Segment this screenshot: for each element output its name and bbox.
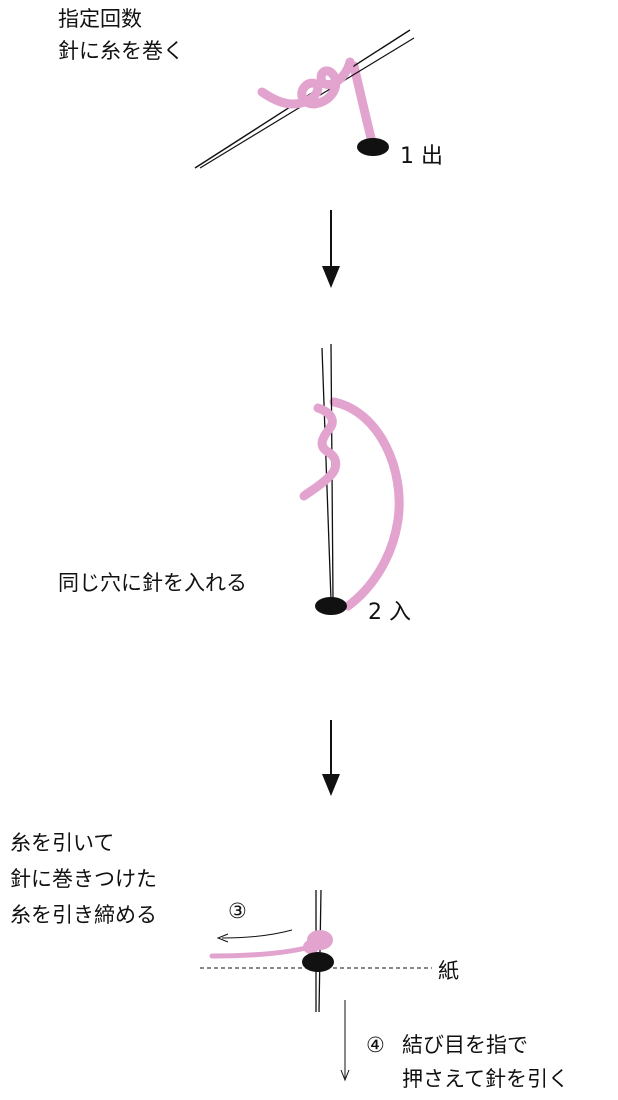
step1-thread-wrap [257, 57, 355, 109]
step1-instruction-line1: 指定回数 [58, 7, 142, 31]
step1-instruction-line2: 針に糸を巻く [58, 39, 184, 63]
step3-instruction-line3: 糸を引き締める [10, 903, 157, 927]
paper-label: 紙 [438, 959, 459, 983]
step1-point-label: 1 出 [400, 144, 443, 169]
step4-instruction-line1: 結び目を指で [402, 1033, 528, 1057]
step2-point-label: 2 入 [368, 600, 411, 625]
step4-instruction-line2: 押さえて針を引く [402, 1067, 569, 1091]
step3-figure [200, 889, 432, 1082]
step1-thread-strand [349, 61, 377, 147]
step3-needle-edge [318, 889, 322, 1013]
step2-thread-arc [329, 397, 404, 611]
step3-hole [302, 952, 334, 972]
step3-thread-pull [209, 945, 309, 959]
step2-instruction: 同じ穴に針を入れる [58, 571, 247, 595]
step2-figure [299, 343, 404, 615]
step3-instruction-line2: 針に巻きつけた [10, 867, 157, 891]
pull-arrow [221, 929, 293, 939]
step3-instruction-line1: 糸を引いて [10, 831, 115, 855]
flow-arrow-1 [322, 210, 340, 288]
step1-exit-hole [357, 138, 389, 156]
flow-arrow-2 [322, 720, 340, 796]
step1-figure [194, 29, 415, 169]
step2-entry-hole [315, 597, 347, 615]
step4-number: ④ [366, 1033, 385, 1057]
step2-thread-wrap [299, 403, 341, 501]
step3-number: ③ [228, 899, 247, 923]
